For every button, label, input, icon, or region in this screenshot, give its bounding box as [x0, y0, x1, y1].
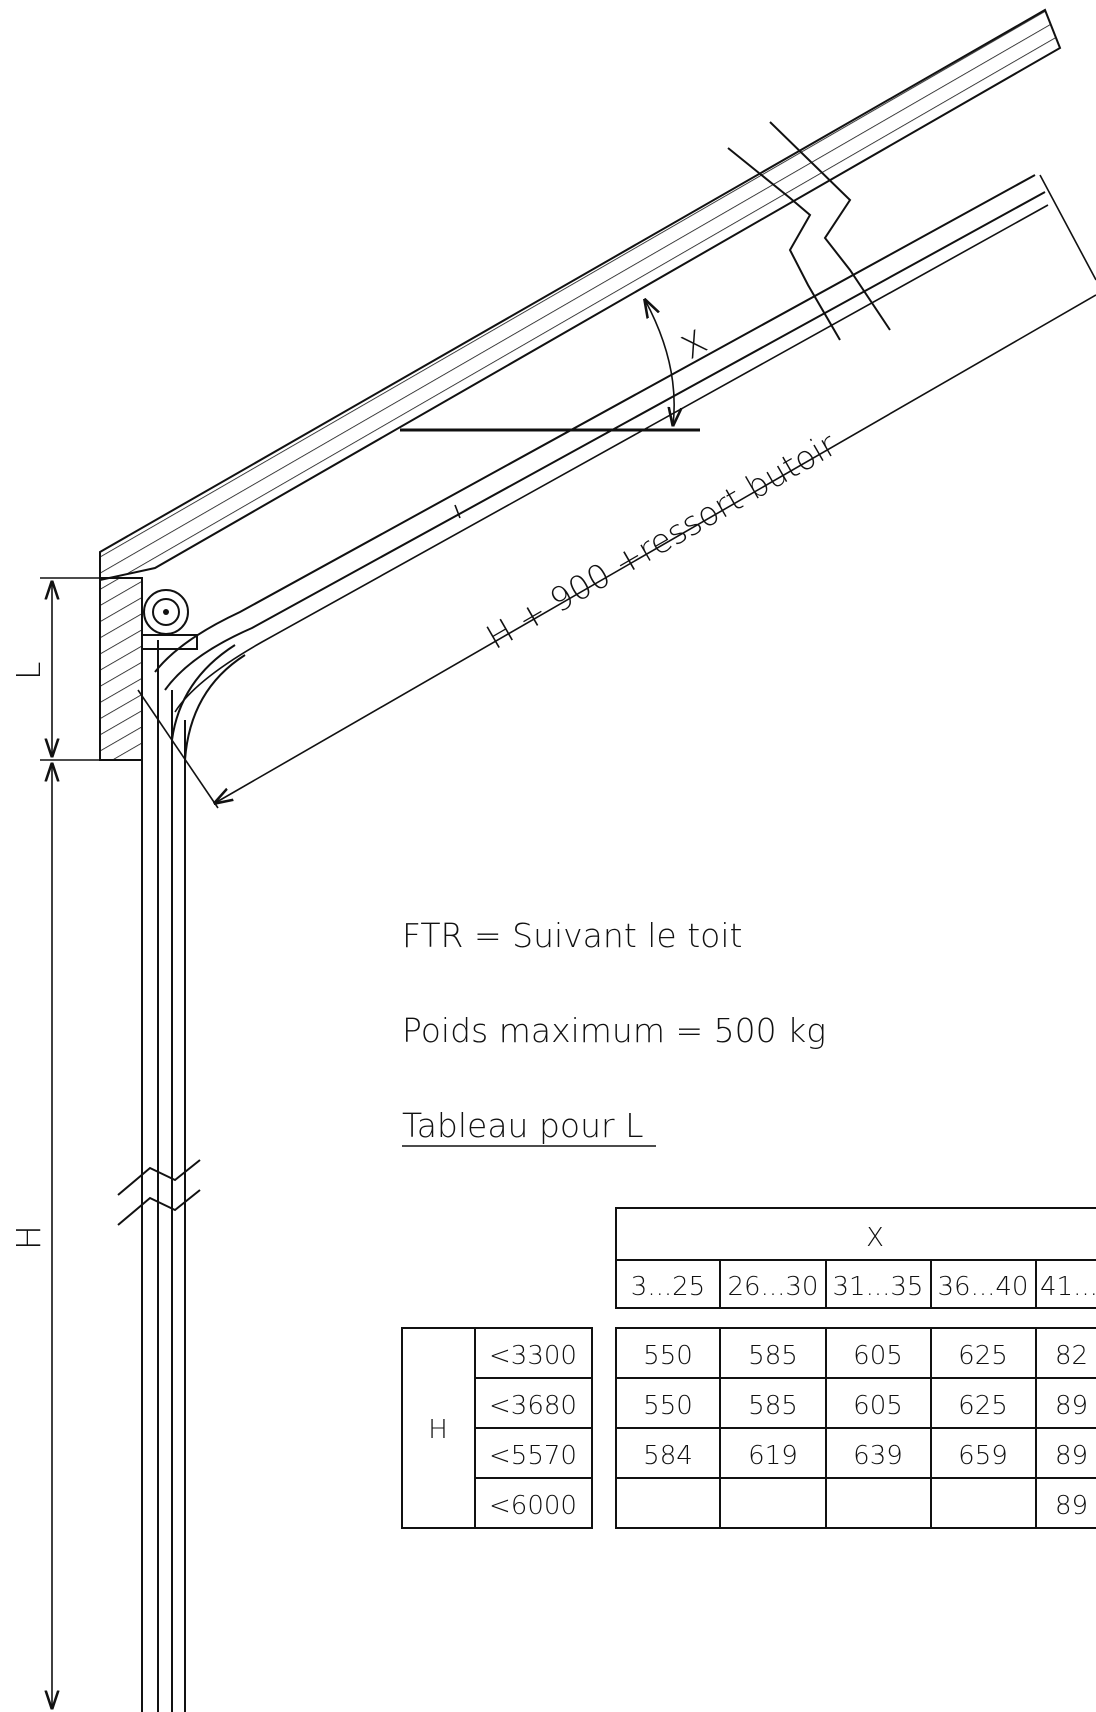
h-label: H	[9, 1225, 48, 1250]
lintel-wall	[99, 577, 143, 761]
table-cell: 89	[1055, 1391, 1088, 1421]
door-track	[141, 174, 1049, 1712]
l-label: L	[9, 662, 48, 680]
table-cell: 584	[643, 1441, 693, 1471]
notes: FTR = Suivant le toit Poids maximum = 50…	[402, 916, 826, 1147]
col-header: 36...40	[938, 1272, 1029, 1302]
l-dimension: L	[9, 577, 142, 761]
angle-x-label: X	[675, 322, 714, 367]
table-cell: 605	[853, 1391, 903, 1421]
table-cell: 625	[958, 1391, 1008, 1421]
table-title: Tableau pour L	[402, 1106, 643, 1145]
col-group-x: X	[866, 1223, 884, 1253]
table-cell: 619	[748, 1441, 798, 1471]
table-cell: 639	[853, 1441, 903, 1471]
note-ftr: FTR = Suivant le toit	[402, 916, 742, 955]
row-header: <3300	[489, 1341, 577, 1371]
table-cell: 585	[748, 1341, 798, 1371]
row-header: <3680	[489, 1391, 577, 1421]
table-cell: 585	[748, 1391, 798, 1421]
slope-length-label: H + 900 +ressort butoir	[480, 424, 844, 656]
col-header: 41...	[1040, 1272, 1096, 1302]
roof-slab	[99, 8, 1062, 582]
roof-break-symbol	[727, 121, 891, 341]
table-cell: 550	[643, 1341, 693, 1371]
track-break-symbol	[117, 1159, 201, 1226]
pulley-icon	[141, 589, 198, 650]
col-header: 26...30	[728, 1272, 819, 1302]
table-cell: 89	[1055, 1491, 1088, 1521]
row-header: <6000	[489, 1491, 577, 1521]
row-group-h: H	[428, 1415, 448, 1445]
table-cell: 625	[958, 1341, 1008, 1371]
table-cell: 659	[958, 1441, 1008, 1471]
row-header: <5570	[489, 1441, 577, 1471]
col-header: 3...25	[631, 1272, 705, 1302]
table-cell: 89	[1055, 1441, 1088, 1471]
table-cell: 82	[1055, 1341, 1088, 1371]
h-dimension: H	[9, 764, 52, 1708]
col-header: 31...35	[833, 1272, 924, 1302]
note-max-weight: Poids maximum = 500 kg	[402, 1011, 826, 1050]
table-cell: 550	[643, 1391, 693, 1421]
table-cell: 605	[853, 1341, 903, 1371]
l-table: X 3...25 26...30 31...35 36...40 41... H…	[401, 1207, 1096, 1529]
